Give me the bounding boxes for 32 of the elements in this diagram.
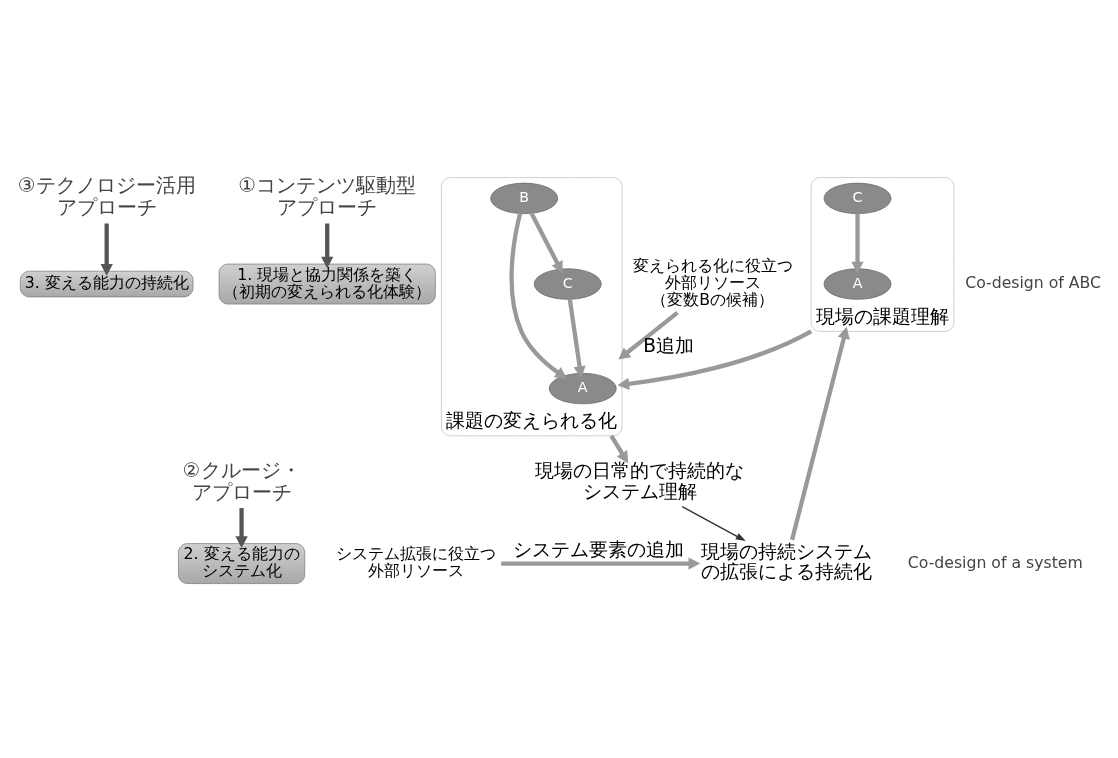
- arrow: [529, 211, 563, 273]
- node-text: ①コンテンツ駆動型アプローチ: [238, 172, 417, 219]
- arrow: [851, 213, 864, 273]
- node-text: 現場の持続システムの拡張による持続化: [700, 540, 872, 582]
- node-ellipse: A: [548, 372, 617, 404]
- arrow: [609, 434, 629, 463]
- arrow: [567, 298, 586, 378]
- edge-label: B追加: [643, 334, 695, 356]
- node-ellipse: B: [490, 182, 559, 214]
- node-text: ③テクノロジー活用アプローチ: [17, 172, 196, 219]
- label: Co-design of a system: [907, 552, 1083, 572]
- arrow: [501, 556, 701, 570]
- node-ellipse: C: [533, 267, 602, 300]
- arrow: [681, 505, 746, 541]
- arrow: [618, 310, 679, 360]
- node-box: 2. 変える能力のシステム化: [178, 542, 306, 584]
- label: Co-design of ABC: [965, 272, 1102, 292]
- node-box: 1. 現場と協力関係を築く（初期の変えられる化体験）: [218, 263, 436, 304]
- arrow: [790, 326, 850, 540]
- arrow: [509, 212, 567, 379]
- node-box: 3. 変える能力の持続化: [19, 270, 194, 297]
- node-text: 変えられる化に役立つ外部リソース（変数Bの候補）: [632, 255, 793, 309]
- node-text: システム拡張に役立つ外部リソース: [335, 543, 496, 580]
- node-text: ②クルージ・アプローチ: [182, 457, 301, 504]
- arrow: [235, 507, 248, 548]
- node-ellipse: A: [823, 267, 892, 300]
- arrow: [321, 223, 334, 268]
- edge-label: システム要素の追加: [512, 538, 684, 560]
- node-ellipse: C: [823, 182, 892, 214]
- node-text: 現場の日常的で持続的なシステム理解: [535, 459, 745, 502]
- arrow: [617, 328, 813, 390]
- arrow: [100, 223, 113, 276]
